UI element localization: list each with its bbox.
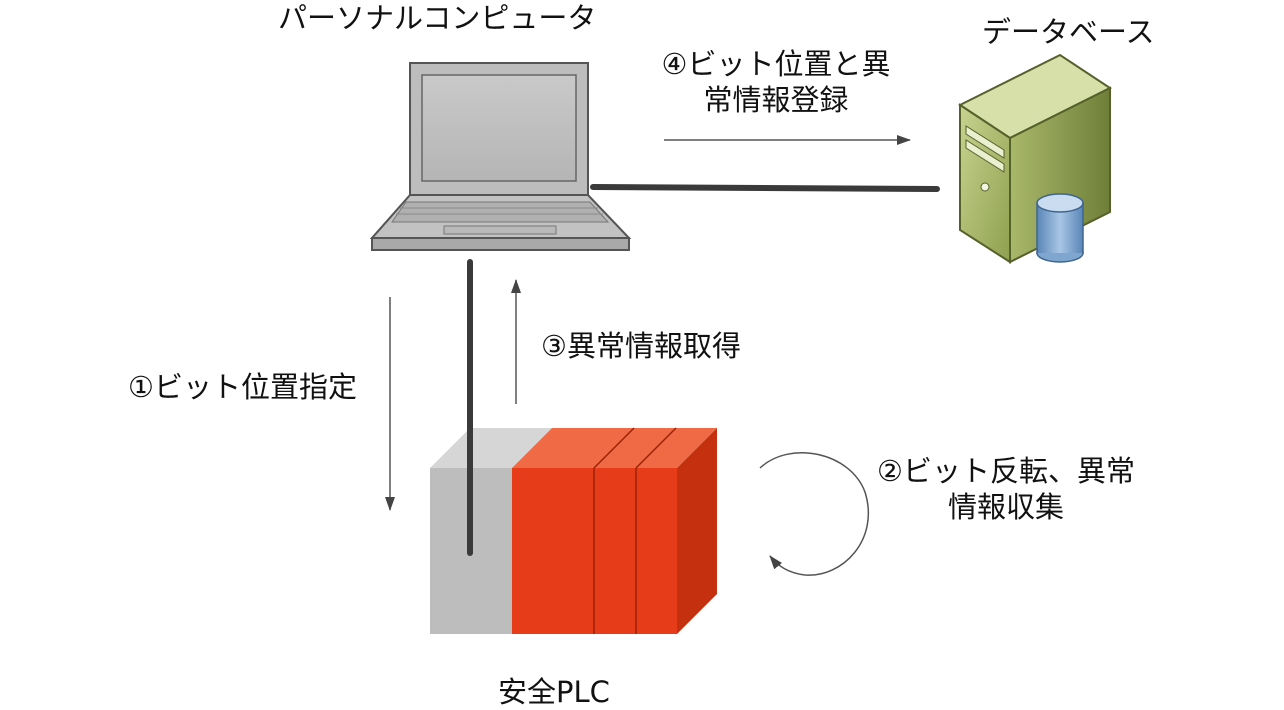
step4-label-line1: ④ビット位置と異 — [661, 47, 891, 81]
step1-label: ①ビット位置指定 — [128, 370, 357, 404]
step4-label-line2: 常情報登録 — [703, 83, 849, 117]
database-server-icon — [958, 53, 1112, 264]
database-label: データベース — [982, 15, 1155, 49]
step3-label: ③異常情報取得 — [541, 329, 741, 363]
step2-label: ②ビット反転、異常 情報収集 — [876, 453, 1136, 525]
step4-label: ④ビット位置と異 常情報登録 — [656, 46, 896, 118]
pc-label: パーソナルコンピュータ — [278, 1, 597, 35]
plc-label: 安全PLC — [498, 675, 610, 709]
step2-label-line2: 情報収集 — [947, 490, 1064, 524]
pc-database-connection — [590, 184, 940, 192]
step2-label-line1: ②ビット反転、異常 — [877, 454, 1135, 488]
arrow-step2-cycle — [759, 452, 870, 576]
laptop-icon — [369, 62, 632, 251]
plc-icon — [430, 427, 717, 634]
